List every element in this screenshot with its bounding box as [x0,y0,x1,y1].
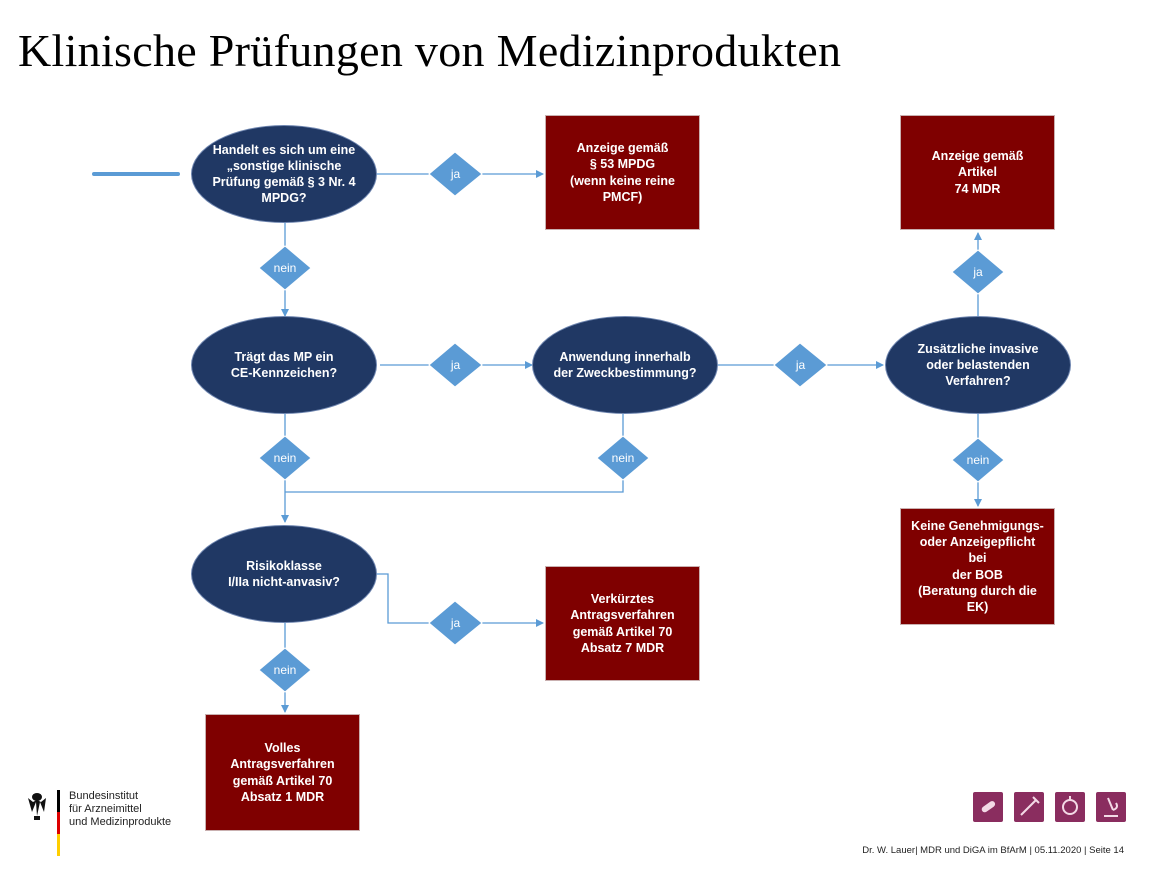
syringe-icon [1014,792,1044,822]
label-q3-no: nein [611,451,635,465]
result-verkuerztes-verfahren: Verkürztes Antragsverfahren gemäß Artike… [545,566,700,681]
label-q3-yes: ja [795,358,806,372]
question-sonstige-pruefung: Handelt es sich um eine „sonstige klinis… [191,125,377,223]
label-q2-no: nein [273,451,297,465]
result-anzeige-74-mdr: Anzeige gemäß Artikel 74 MDR [900,115,1055,230]
decision-diamond-q4-yes [951,249,1005,295]
result-anzeige-53-mpdg: Anzeige gemäß § 53 MPDG (wenn keine rein… [545,115,700,230]
decision-diamond-q3-no [596,435,650,481]
result-keine-genehmigungspflicht: Keine Genehmigungs- oder Anzeigepflicht … [900,508,1055,625]
question-invasive-verfahren: Zusätzliche invasive oder belastenden Ve… [885,316,1071,414]
label-q2-yes: ja [450,358,461,372]
question-zweckbestimmung: Anwendung innerhalb der Zweckbestimmung? [532,316,718,414]
decision-diamond-q1-no [258,245,312,291]
label-q4-no: nein [966,453,990,467]
page-title: Klinische Prüfungen von Medizinprodukten [18,25,842,76]
label-q1-no: nein [273,261,297,275]
bfarm-logo-text: Bundesinstitut für Arzneimittel und Medi… [69,790,172,828]
microscope-icon [1096,792,1126,822]
label-q5-no: nein [273,663,297,677]
label-q5-yes: ja [450,616,461,630]
label-q1-yes: ja [450,167,461,181]
decision-diamond-q5-no [258,647,312,693]
question-ce-kennzeichen: Trägt das MP ein CE-Kennzeichen? [191,316,377,414]
decision-diamond-q5-yes [428,600,483,646]
label-q4-yes: ja [973,265,983,279]
decision-diamond-q2-no [258,435,312,481]
footer-text: Dr. W. Lauer| MDR und DiGA im BfArM | 05… [862,845,1124,856]
decision-diamond-q2-yes [428,342,483,388]
decision-diamond-q3-yes [773,342,828,388]
federal-eagle-logo [26,788,62,865]
medical-device-icon [1055,792,1085,822]
decision-diamond-q1-yes [428,151,483,197]
pill-icon [973,792,1003,822]
question-risikoklasse: Risikoklasse I/IIa nicht-anvasiv? [191,525,377,623]
decision-diamond-q4-no [951,437,1005,483]
result-volles-verfahren: Volles Antragsverfahren gemäß Artikel 70… [205,714,360,831]
